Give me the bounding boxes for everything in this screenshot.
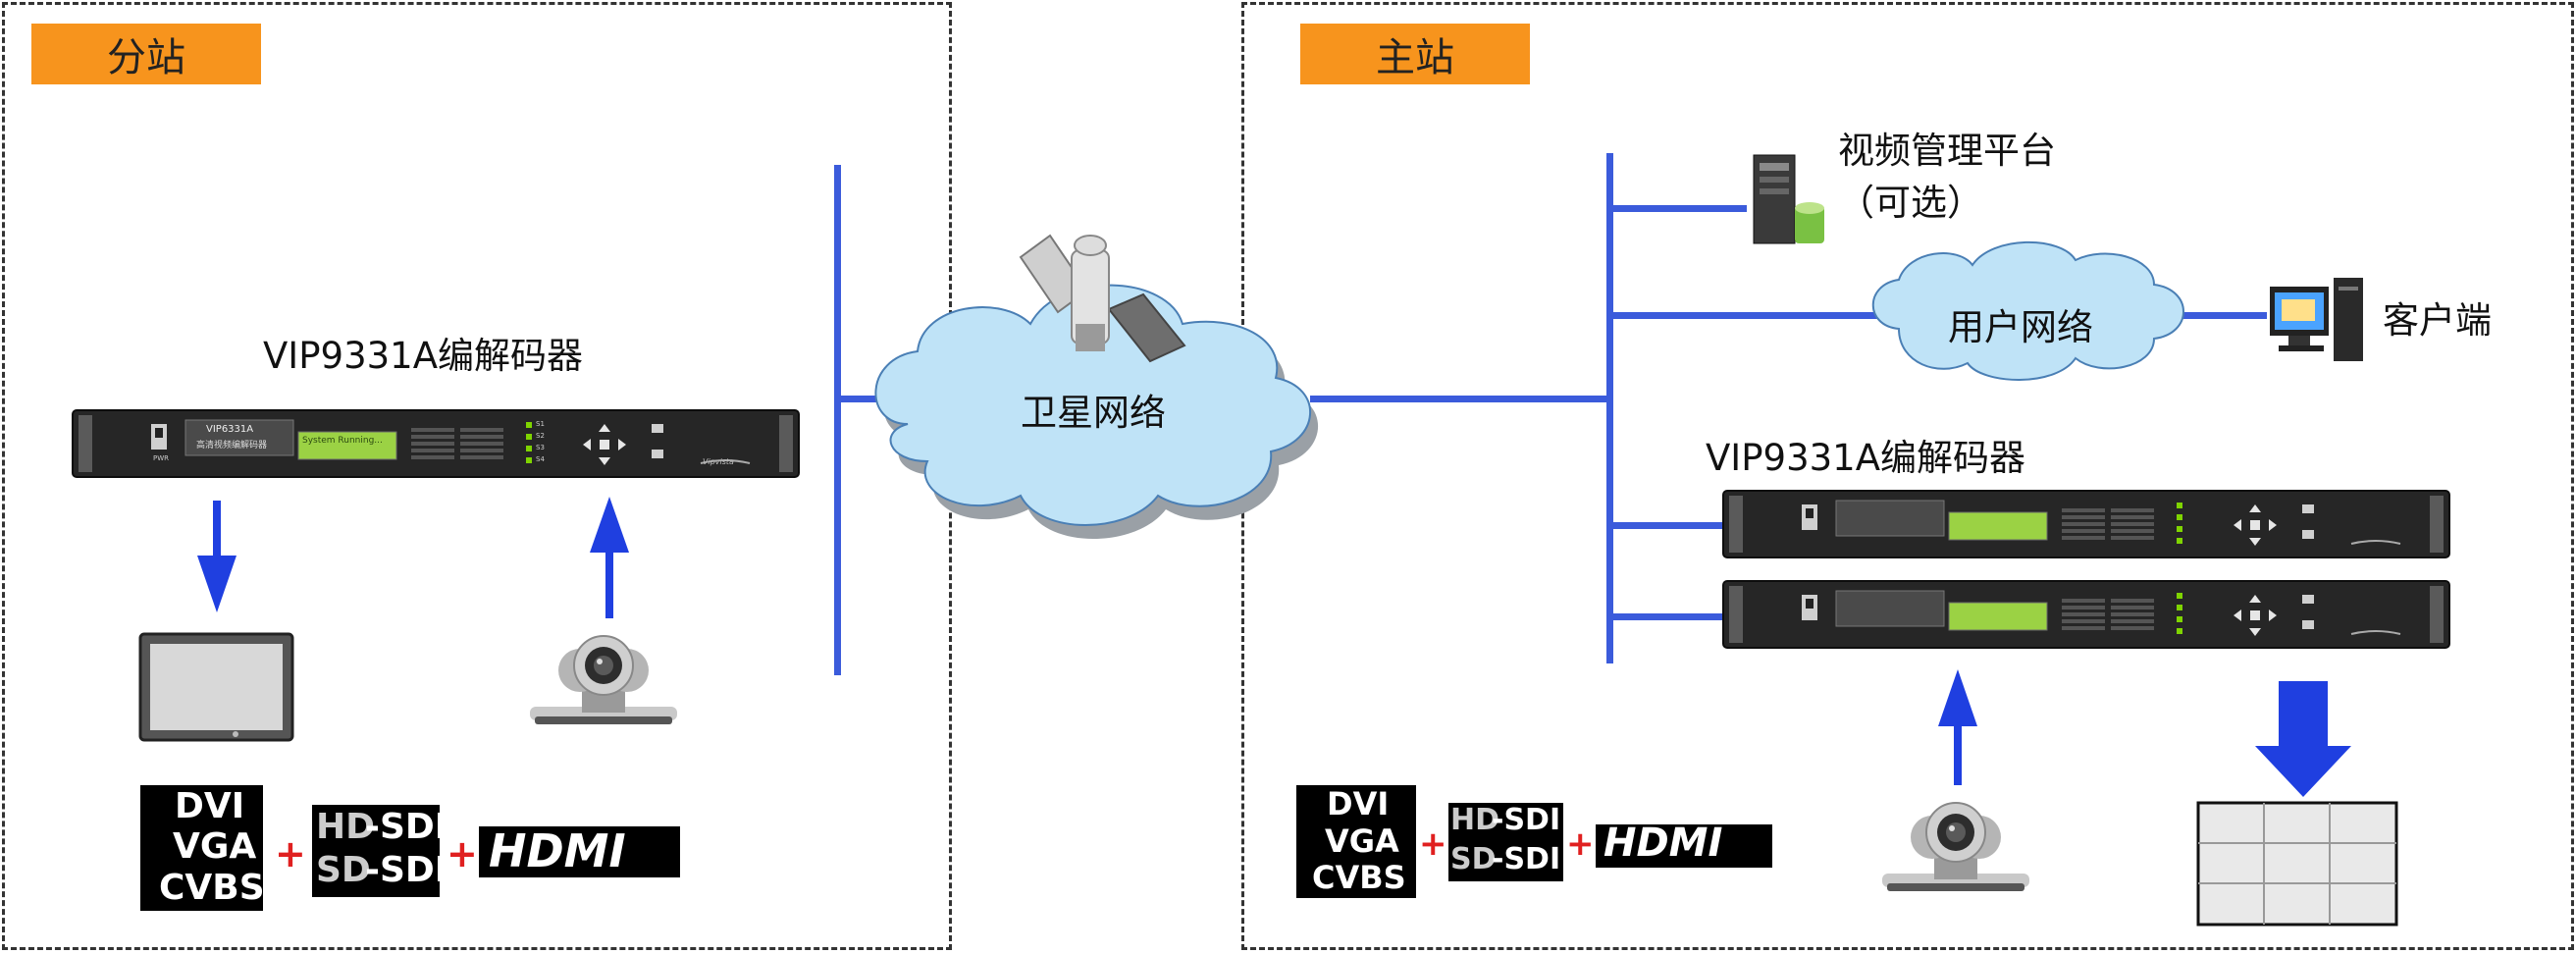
device-ch4-label: S4 [536,455,545,463]
main-bus-link-usernet [1609,312,1879,319]
substation-io-badge [140,785,680,911]
substation-camera-icon [529,635,678,725]
main-sd-label: SD [1450,842,1497,876]
main-io-badge [1296,785,1772,898]
substation-down-arrow [197,501,237,612]
main-vga-label: VGA [1325,822,1399,860]
main-hd-sdi-label: -SDI [1492,803,1561,837]
sub-sd-sdi-label: -SDI [365,850,448,890]
user-network-cloud [1871,240,2184,381]
client-pc-icon [2270,278,2363,361]
main-dvi-label: DVI [1327,785,1390,822]
device-brand-logo: Vipvista [703,457,734,466]
monitor-icon [138,632,294,742]
satellite-network-label: 卫星网络 [1021,392,1166,434]
sub-plus-2: + [447,832,478,875]
device-ch3-label: S3 [536,444,545,451]
main-up-arrow [1938,669,1977,785]
main-codec-title: VIP9331A编解码器 [1706,437,2026,479]
substation-bus-link [834,396,898,402]
substation-up-arrow [590,497,629,618]
device-ch2-label: S2 [536,432,545,440]
satellite-cloud [874,284,1319,539]
sub-hdmi-logo: HDMI [489,824,626,877]
main-cvbs-label: CVBS [1312,859,1406,896]
server-icon [1753,154,1824,244]
platform-label-line2: （可选） [1838,182,1983,224]
main-bus-link-platform [1609,205,1747,212]
main-bus-link-satellite [1310,396,1609,402]
substation-codec [72,409,800,478]
main-codec-2 [1722,580,2450,649]
sub-cvbs-label: CVBS [159,868,265,908]
sub-vga-label: VGA [173,826,257,867]
main-hdmi-logo: HDMI [1603,821,1723,866]
main-bus-vertical [1606,153,1613,663]
sub-sd-label: SD [316,850,371,890]
main-bus-link-codec1 [1609,522,1723,529]
platform-label-line1: 视频管理平台 [1838,130,2056,172]
substation-codec-title: VIP9331A编解码器 [263,335,584,377]
sub-plus-1: + [275,832,306,875]
device-subtitle-label: 高清视频编解码器 [196,441,268,450]
main-codec-1 [1722,490,2450,558]
substation-label: 分站 [31,24,261,84]
device-pwr-label: PWR [153,454,170,462]
main-camera-icon [1881,802,2030,892]
usernet-link-client [2174,312,2267,319]
main-plus-2: + [1566,824,1595,864]
main-sd-sdi-label: -SDI [1492,842,1561,876]
satellite-icon [1019,234,1186,363]
device-lcd-text: System Running... [302,436,383,446]
sub-dvi-label: DVI [175,786,245,826]
sub-hd-sdi-label: -SDI [365,807,448,847]
main-plus-1: + [1419,824,1447,864]
substation-bus-vertical [834,165,841,675]
device-model-label: VIP6331A [206,424,254,435]
user-network-label: 用户网络 [1948,306,2093,348]
sub-hd-label: HD [316,807,376,847]
main-station-label: 主站 [1300,24,1530,84]
main-down-arrow [2255,681,2351,797]
device-ch1-label: S1 [536,420,545,428]
video-wall-icon [2196,801,2398,927]
main-bus-link-codec2 [1609,613,1723,620]
main-hd-label: HD [1450,803,1500,837]
client-label: 客户端 [2383,299,2492,342]
